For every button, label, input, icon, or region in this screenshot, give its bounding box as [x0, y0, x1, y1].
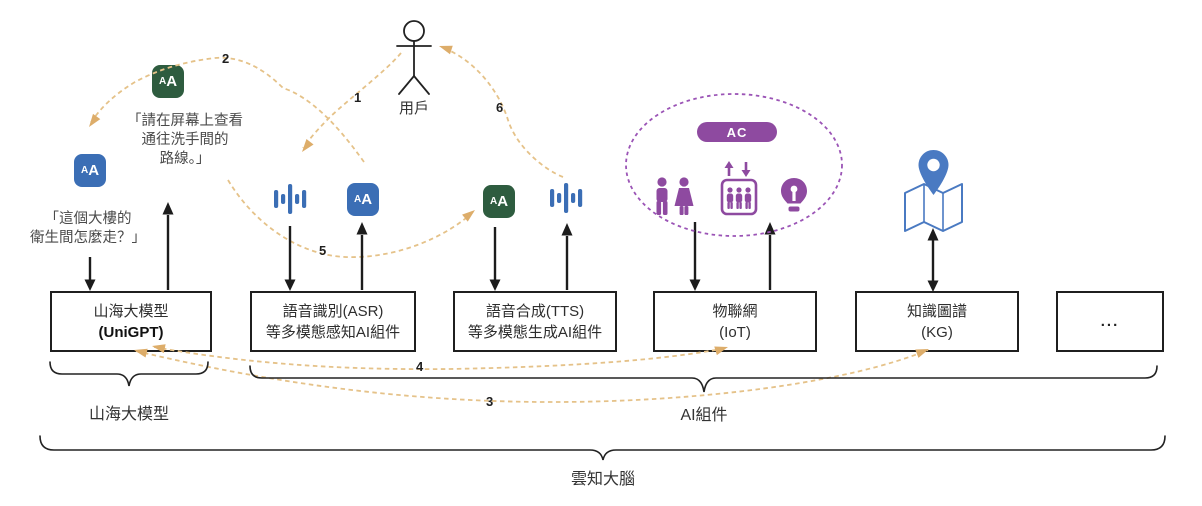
aa-glyph: A	[158, 75, 167, 87]
map-icon	[904, 150, 963, 232]
flow-3-path	[135, 349, 929, 403]
response-line: 路線。」	[159, 151, 211, 167]
response-quote: 「請在屏幕上查看 通往洗手間的 路線。」	[112, 112, 258, 169]
response-line: 通往洗手間的	[141, 132, 229, 148]
box-kg-line: (KG)	[921, 323, 953, 341]
bulb-icon	[781, 178, 807, 212]
brace-ai	[249, 365, 1158, 393]
flow-number-3: 3	[486, 394, 494, 409]
response-line: 「請在屏幕上查看	[127, 113, 243, 129]
io-arrow-lines	[88, 215, 935, 290]
aa-glyph: A	[489, 195, 498, 207]
box-unigpt-line: (UniGPT)	[98, 323, 164, 341]
user-figure-icon	[396, 20, 432, 95]
flow-number-5: 5	[319, 243, 327, 258]
box-more-line: ...	[1100, 313, 1120, 330]
flow-number-2: 2	[222, 51, 230, 66]
box-kg: 知識圖譜 (KG)	[855, 291, 1019, 352]
iot-group-ellipse	[625, 93, 843, 237]
ac-badge: AC	[697, 122, 777, 142]
brace-label-cloud-brain: 雲知大腦	[570, 471, 635, 488]
box-asr-line: 語音識別(ASR)	[282, 302, 384, 320]
aa-glyph: A	[361, 191, 373, 208]
box-iot: 物聯網 (IoT)	[653, 291, 817, 352]
box-iot-line: (IoT)	[719, 323, 751, 341]
box-tts: 語音合成(TTS) 等多模態生成AI組件	[453, 291, 617, 352]
flow-number-6: 6	[496, 100, 504, 115]
box-tts-line: 等多模態生成AI組件	[467, 323, 603, 341]
tts-waveform-icon	[550, 183, 583, 213]
question-line: 「這個大樓的	[44, 211, 132, 227]
box-unigpt: 山海大模型 (UniGPT)	[50, 291, 212, 352]
braces-strokes	[39, 361, 1166, 461]
flow-number-4: 4	[416, 359, 424, 374]
restroom-icon	[656, 177, 694, 215]
elevator-icon	[720, 161, 758, 216]
aa-glyph: A	[166, 73, 178, 90]
aa-glyph: A	[80, 164, 89, 176]
aa-glyph: A	[353, 193, 362, 205]
box-asr-line: 等多模態感知AI組件	[265, 323, 401, 341]
user-label: 用戶	[398, 100, 429, 117]
box-asr: 語音識別(ASR) 等多模態感知AI組件	[250, 291, 416, 352]
question-quote: 「這個大樓的 衛生間怎麼走？」	[14, 210, 162, 248]
flow-1-path	[302, 52, 402, 149]
brace-label-ai-components: AI組件	[680, 407, 728, 424]
asr-waveform-icon	[274, 184, 307, 214]
box-iot-line: 物聯網	[712, 302, 758, 320]
brace-label-model: 山海大模型	[88, 406, 169, 423]
box-unigpt-line: 山海大模型	[93, 302, 169, 320]
brace-model	[49, 361, 209, 387]
flow-4-path	[153, 346, 727, 371]
aa-glyph: A	[497, 193, 509, 210]
box-tts-line: 語音合成(TTS)	[485, 302, 585, 320]
aa-glyph: A	[88, 162, 100, 179]
question-line: 衛生間怎麼走？」	[30, 230, 146, 246]
box-more: ...	[1056, 291, 1164, 352]
box-kg-line: 知識圖譜	[906, 302, 967, 320]
flow-number-1: 1	[354, 90, 362, 105]
brace-brain	[39, 435, 1166, 461]
